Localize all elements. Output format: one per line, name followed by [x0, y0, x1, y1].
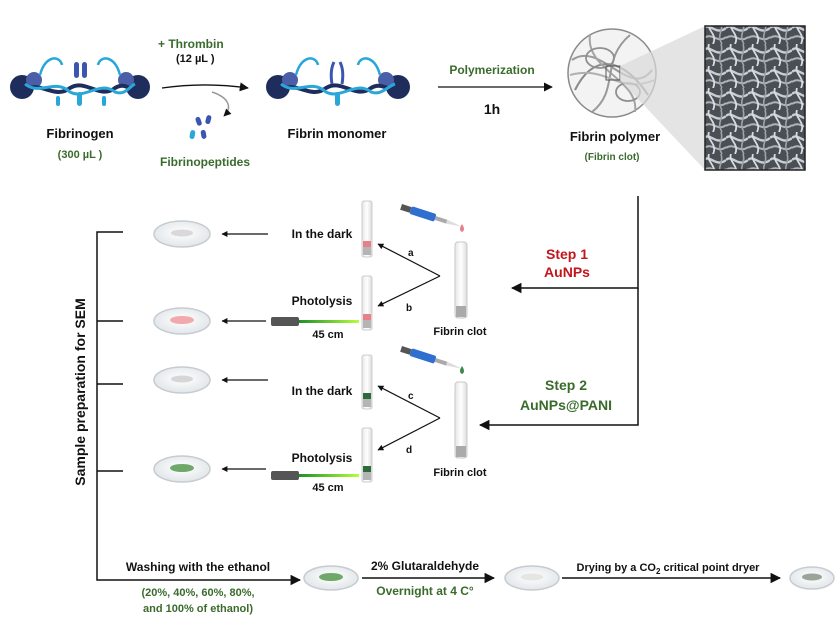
thrombin-label: + Thrombin — [158, 37, 224, 51]
petri-dish-dried — [789, 566, 835, 590]
pipette-icon-1 — [400, 204, 462, 227]
ethanol-line-1: (20%, 40%, 60%, 80%, — [141, 587, 254, 599]
dark-label-1: In the dark — [292, 227, 353, 241]
branch-d-arrow — [377, 417, 441, 451]
branch-a-arrow — [377, 243, 441, 277]
petri-dish-fixed — [504, 565, 560, 591]
step2-subtitle: AuNPs@PANI — [520, 397, 612, 413]
petri-dish-washed — [303, 565, 359, 591]
laser-icon-1 — [271, 317, 359, 326]
fibrin-clot-note: (Fibrin clot) — [585, 152, 640, 163]
step1-subtitle: AuNPs — [544, 264, 590, 280]
branch-c-label: c — [408, 391, 414, 402]
tube-b — [361, 275, 373, 331]
zoom-cone — [620, 26, 705, 170]
release-arrow — [211, 91, 232, 117]
fibrin-clot-label-2: Fibrin clot — [433, 467, 487, 479]
overnight-label: Overnight at 4 C° — [376, 584, 474, 598]
glutaraldehyde-label: 2% Glutaraldehyde — [371, 559, 479, 573]
fibrinogen-label: Fibrinogen — [46, 126, 113, 141]
petri-dish-3 — [153, 366, 211, 394]
fibrinogen-molecule-icon — [10, 57, 150, 106]
tube-a — [361, 200, 373, 258]
thrombin-volume: (12 µL ) — [176, 53, 215, 65]
left-bracket-arrow — [96, 231, 302, 586]
distance-label-1: 45 cm — [312, 329, 343, 341]
tube-c — [361, 354, 373, 410]
drying-label: Drying by a CO2 critical point dryer — [577, 562, 761, 576]
washing-label: Washing with the ethanol — [126, 560, 270, 574]
fibrinogen-volume: (300 µL ) — [58, 149, 103, 161]
step2-arrow — [478, 288, 639, 431]
fibrin-monomer-label: Fibrin monomer — [288, 126, 387, 141]
branch-d-label: d — [406, 445, 412, 456]
tube-d — [361, 427, 373, 483]
petri-dish-1 — [153, 220, 211, 248]
pani-drop-icon — [460, 366, 464, 374]
polymerization-label: Polymerization — [449, 63, 534, 77]
petri-dish-4 — [153, 455, 211, 483]
dark-label-2: In the dark — [292, 384, 353, 398]
fibrinopeptide-icons — [189, 115, 212, 140]
fibrin-clot-tube-1 — [454, 241, 468, 319]
photolysis-label-2: Photolysis — [292, 451, 353, 465]
fibrinopeptides-label: Fibrinopeptides — [160, 155, 250, 169]
petri-dish-2 — [153, 307, 211, 335]
branch-b-arrow — [377, 275, 441, 307]
pipette-icon-2 — [400, 346, 462, 369]
sample-preparation-label: Sample preparation for SEM — [72, 298, 88, 485]
fibrin-monomer-icon — [266, 57, 410, 106]
aunp-drop-icon — [460, 224, 464, 232]
thrombin-arrow — [161, 82, 249, 92]
sem-image — [704, 25, 806, 171]
branch-b-label: b — [406, 303, 412, 314]
photolysis-label-1: Photolysis — [292, 294, 353, 308]
fibrin-clot-tube-2 — [454, 381, 468, 459]
ethanol-line-2: and 100% of ethanol) — [143, 603, 253, 615]
fibrin-clot-label-1: Fibrin clot — [433, 326, 487, 338]
distance-label-2: 45 cm — [312, 482, 343, 494]
step1-title: Step 1 — [546, 246, 588, 262]
time-label: 1h — [484, 101, 500, 117]
branch-a-label: a — [408, 248, 414, 259]
fibrin-polymer-label: Fibrin polymer — [570, 129, 660, 144]
laser-icon-2 — [271, 471, 359, 480]
step2-title: Step 2 — [545, 377, 587, 393]
branch-c-arrow — [377, 385, 441, 419]
